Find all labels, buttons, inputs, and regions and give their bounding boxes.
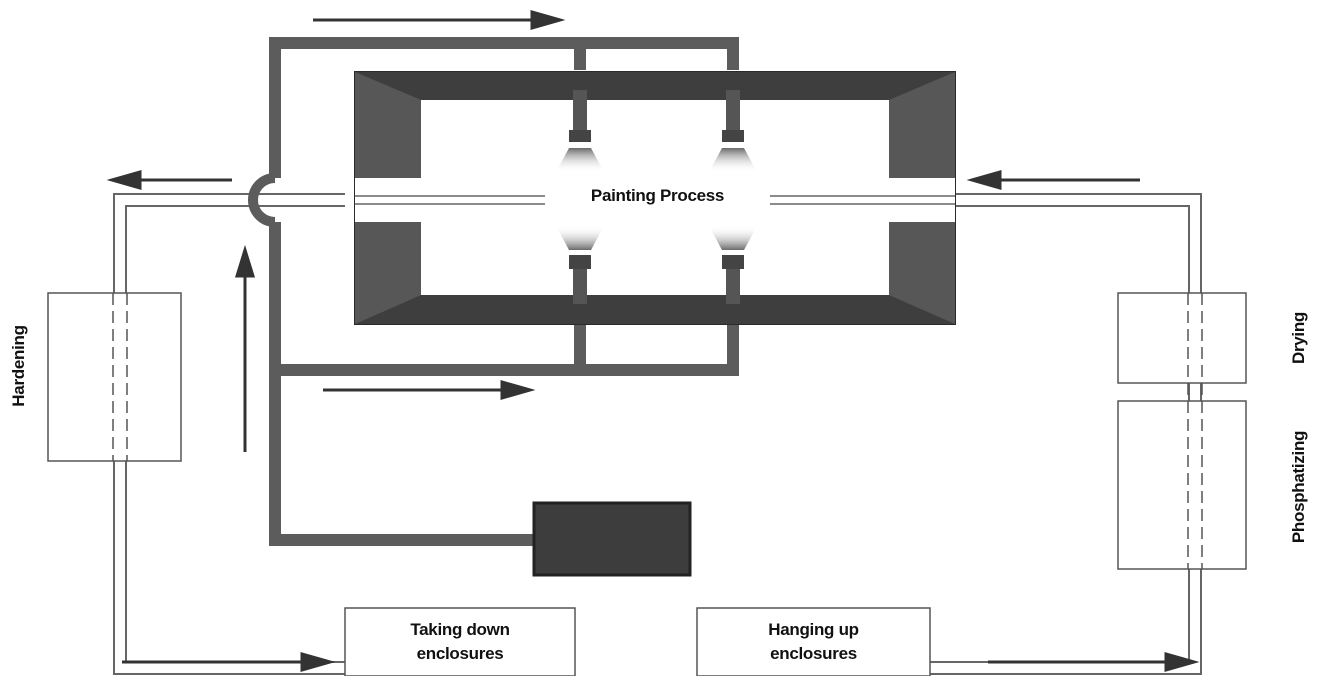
drying-label: Drying — [1289, 311, 1308, 365]
hanging-up-line-2: enclosures — [770, 644, 857, 663]
spray-gun-top-left — [556, 90, 604, 172]
arrow-left-upper — [106, 170, 232, 190]
arrow-mid-right — [323, 380, 536, 400]
painting-booth — [354, 71, 956, 325]
paint-supply-unit — [532, 501, 692, 577]
hardening-label: Hardening — [9, 325, 28, 407]
phosphatizing-label: Phosphatizing — [1289, 430, 1308, 544]
arrow-bottom-right — [988, 652, 1200, 672]
taking-down-label: Taking down enclosures — [345, 618, 575, 666]
arrow-bottom-left — [122, 652, 336, 672]
spray-gun-top-right — [709, 90, 757, 172]
taking-down-line-2: enclosures — [416, 644, 504, 663]
hanging-up-label: Hanging up enclosures — [697, 618, 930, 666]
arrow-up — [234, 244, 256, 452]
arrow-left-booth-entry — [966, 170, 1140, 190]
spray-gun-bottom-right — [709, 226, 757, 304]
hardening-station — [47, 292, 182, 462]
hanging-up-station — [696, 607, 931, 677]
conveyor-dashes — [112, 293, 1203, 569]
spray-gun-bottom-left — [556, 226, 604, 304]
drying-station — [1117, 292, 1247, 384]
hanging-up-line-1: Hanging up — [768, 620, 859, 639]
taking-down-line-1: Taking down — [410, 620, 510, 639]
arrow-top-right — [313, 10, 566, 30]
pipe-network — [248, 37, 739, 546]
taking-down-station — [344, 607, 576, 677]
phosphatizing-station — [1117, 400, 1247, 570]
painting-process-label: Painting Process — [590, 186, 725, 205]
